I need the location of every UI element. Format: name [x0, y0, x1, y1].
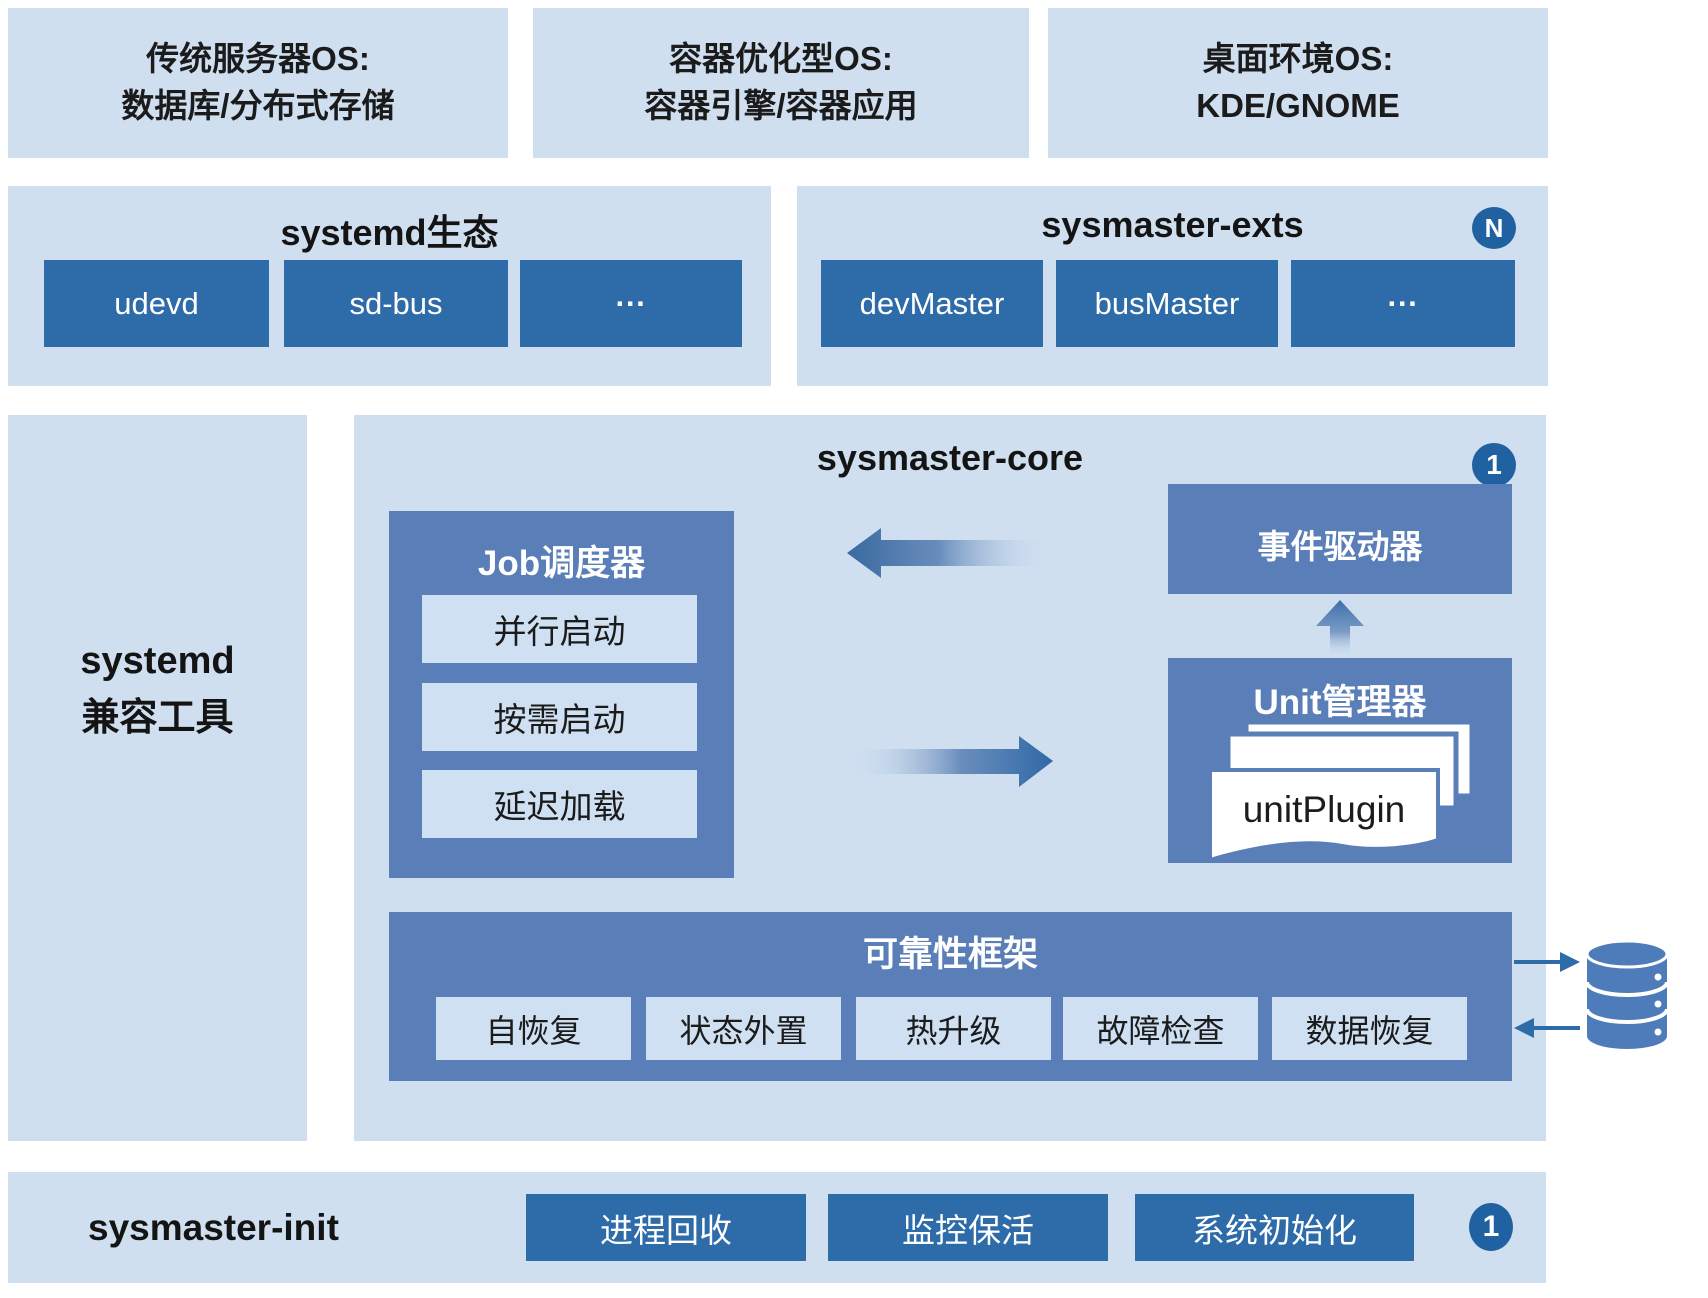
- os-box-desktop: 桌面环境OS: KDE/GNOME: [1048, 8, 1548, 158]
- from-database-arrow-icon: [1514, 1015, 1580, 1041]
- init-count-badge: 1: [1469, 1203, 1513, 1251]
- count-n-badge: N: [1472, 207, 1516, 249]
- event-driver-box: 事件驱动器: [1168, 484, 1512, 594]
- os-box-traditional-server: 传统服务器OS: 数据库/分布式存储: [8, 8, 508, 158]
- reliability-state-external: 状态外置: [646, 997, 841, 1060]
- os-box-line1: 传统服务器OS:: [146, 40, 370, 78]
- reliability-data-recovery: 数据恢复: [1272, 997, 1467, 1060]
- job-feature-parallel-start: 并行启动: [422, 595, 697, 663]
- event-driver-title: 事件驱动器: [1257, 528, 1423, 565]
- up-arrow-icon: [1316, 600, 1364, 658]
- job-scheduler-title: Job调度器: [477, 544, 646, 583]
- sysmaster-exts-panel: sysmaster-exts N devMaster busMaster ···: [797, 186, 1548, 386]
- compat-tools-line1: systemd: [80, 640, 235, 682]
- to-database-arrow-icon: [1514, 949, 1580, 975]
- init-item-process-reclaim: 进程回收: [526, 1194, 806, 1261]
- os-box-line1: 容器优化型OS:: [669, 40, 893, 78]
- os-box-line1: 桌面环境OS:: [1202, 40, 1394, 78]
- reliability-title: 可靠性框架: [862, 935, 1038, 974]
- unit-plugin-label: unitPlugin: [1243, 789, 1406, 830]
- unit-manager-box: Unit管理器 unitPlugin: [1168, 658, 1512, 863]
- core-count-badge: 1: [1472, 443, 1516, 487]
- os-box-line2: KDE/GNOME: [1196, 87, 1400, 124]
- os-box-line2: 容器引擎/容器应用: [644, 87, 918, 124]
- right-arrow-icon: [850, 736, 1053, 787]
- init-item-monitor-keepalive: 监控保活: [828, 1194, 1108, 1261]
- sysmaster-init-title: sysmaster-init: [88, 1206, 339, 1248]
- sysmaster-core-title: sysmaster-core: [816, 437, 1084, 478]
- systemd-eco-title: systemd生态: [280, 212, 499, 253]
- database-cylinder-icon: [1581, 938, 1673, 1052]
- compat-tools-line2: 兼容工具: [81, 697, 234, 739]
- sysmaster-core-panel: sysmaster-core 1 Job调度器 并行启动 按需启动 延迟加载: [354, 415, 1546, 1141]
- job-feature-on-demand-start: 按需启动: [422, 683, 697, 751]
- reliability-hot-upgrade: 热升级: [856, 997, 1051, 1060]
- sysmaster-exts-title: sysmaster-exts: [1041, 204, 1304, 245]
- reliability-self-recovery: 自恢复: [436, 997, 631, 1060]
- ext-item-more: ···: [1291, 260, 1515, 347]
- sysmaster-init-bar: sysmaster-init 进程回收 监控保活 系统初始化 1: [8, 1172, 1546, 1283]
- init-item-system-initialization: 系统初始化: [1135, 1194, 1414, 1261]
- reliability-fault-check: 故障检查: [1063, 997, 1258, 1060]
- systemd-compat-tools-panel: systemd 兼容工具: [8, 415, 307, 1141]
- ext-item-busmaster: busMaster: [1056, 260, 1278, 347]
- os-box-line2: 数据库/分布式存储: [121, 87, 395, 124]
- job-scheduler-box: Job调度器 并行启动 按需启动 延迟加载: [389, 511, 734, 878]
- unit-plugin-paper-stack-icon: unitPlugin: [1204, 722, 1480, 872]
- eco-item-udevd: udevd: [44, 260, 269, 347]
- reliability-framework-box: 可靠性框架 自恢复 状态外置 热升级 故障检查 数据恢复: [389, 912, 1512, 1081]
- systemd-eco-panel: systemd生态 udevd sd-bus ···: [8, 186, 771, 386]
- job-feature-lazy-load: 延迟加载: [422, 770, 697, 838]
- os-box-container-optimized: 容器优化型OS: 容器引擎/容器应用: [533, 8, 1029, 158]
- unit-manager-title: Unit管理器: [1253, 683, 1427, 722]
- compat-tools-label: systemd 兼容工具: [8, 633, 307, 747]
- eco-item-more: ···: [520, 260, 742, 347]
- left-arrow-icon: [847, 528, 1050, 578]
- ext-item-devmaster: devMaster: [821, 260, 1043, 347]
- eco-item-sd-bus: sd-bus: [284, 260, 508, 347]
